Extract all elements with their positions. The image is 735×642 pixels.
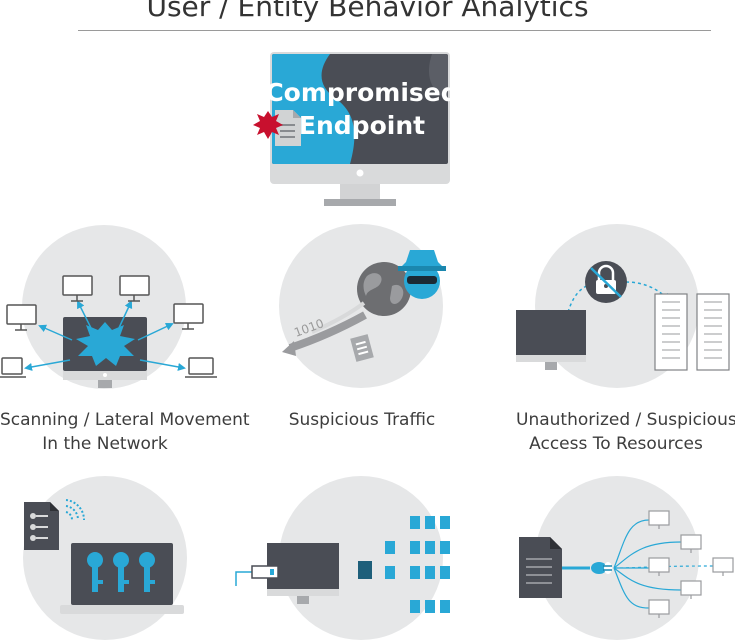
- traffic-arrows: [282, 301, 367, 356]
- caption-scanning-line2: In the Network: [42, 434, 168, 454]
- caption-traffic-line1: Suspicious Traffic: [288, 410, 436, 430]
- plug-icon: [591, 562, 612, 574]
- exfiltration-panel-circle: [279, 476, 443, 640]
- scan-arrows: [24, 300, 186, 371]
- document-grid-icons: [358, 516, 450, 613]
- access-path-left: [567, 281, 599, 313]
- page-title: User / Entity Behavior Analytics: [146, 0, 589, 23]
- keys-icon: [87, 552, 155, 592]
- traffic-document-icon: [350, 334, 374, 362]
- connection-lines: [613, 519, 714, 609]
- starburst-icon: [253, 111, 283, 139]
- compromised-file-icon: [275, 110, 301, 146]
- caption-traffic: Suspicious Traffic: [262, 408, 462, 432]
- exfil-monitor-icon: [267, 543, 339, 604]
- server-icons: [654, 293, 730, 371]
- wifi-signal-icon: [65, 499, 86, 521]
- caption-scanning-line1: Scanning / Lateral Movement: [0, 410, 250, 430]
- document-icon: [519, 537, 562, 598]
- caption-access-line2: Access To Resources: [529, 434, 703, 454]
- caption-access-line1: Unauthorized / Suspicious: [516, 410, 735, 430]
- spy-icon: [398, 250, 446, 299]
- padlock-icon: [585, 261, 627, 303]
- infected-monitor-icon: [63, 317, 147, 388]
- title-divider: [78, 30, 711, 31]
- globe-icon: [357, 262, 411, 316]
- remote-monitor-icons: [648, 510, 734, 618]
- usb-icon: [235, 565, 279, 586]
- caption-scanning: Scanning / Lateral Movement In the Netwo…: [0, 408, 250, 456]
- caption-access: Unauthorized / Suspicious Access To Reso…: [516, 408, 735, 456]
- network-laptop-icons: [0, 357, 217, 378]
- access-monitor-icon: [516, 310, 586, 370]
- central-label-line1: Compromised: [265, 78, 458, 107]
- network-monitor-icons: [6, 275, 204, 331]
- central-label-line2: Endpoint: [299, 111, 425, 140]
- compromised-monitor-icon: [270, 52, 450, 206]
- key-file-icon: [24, 502, 59, 550]
